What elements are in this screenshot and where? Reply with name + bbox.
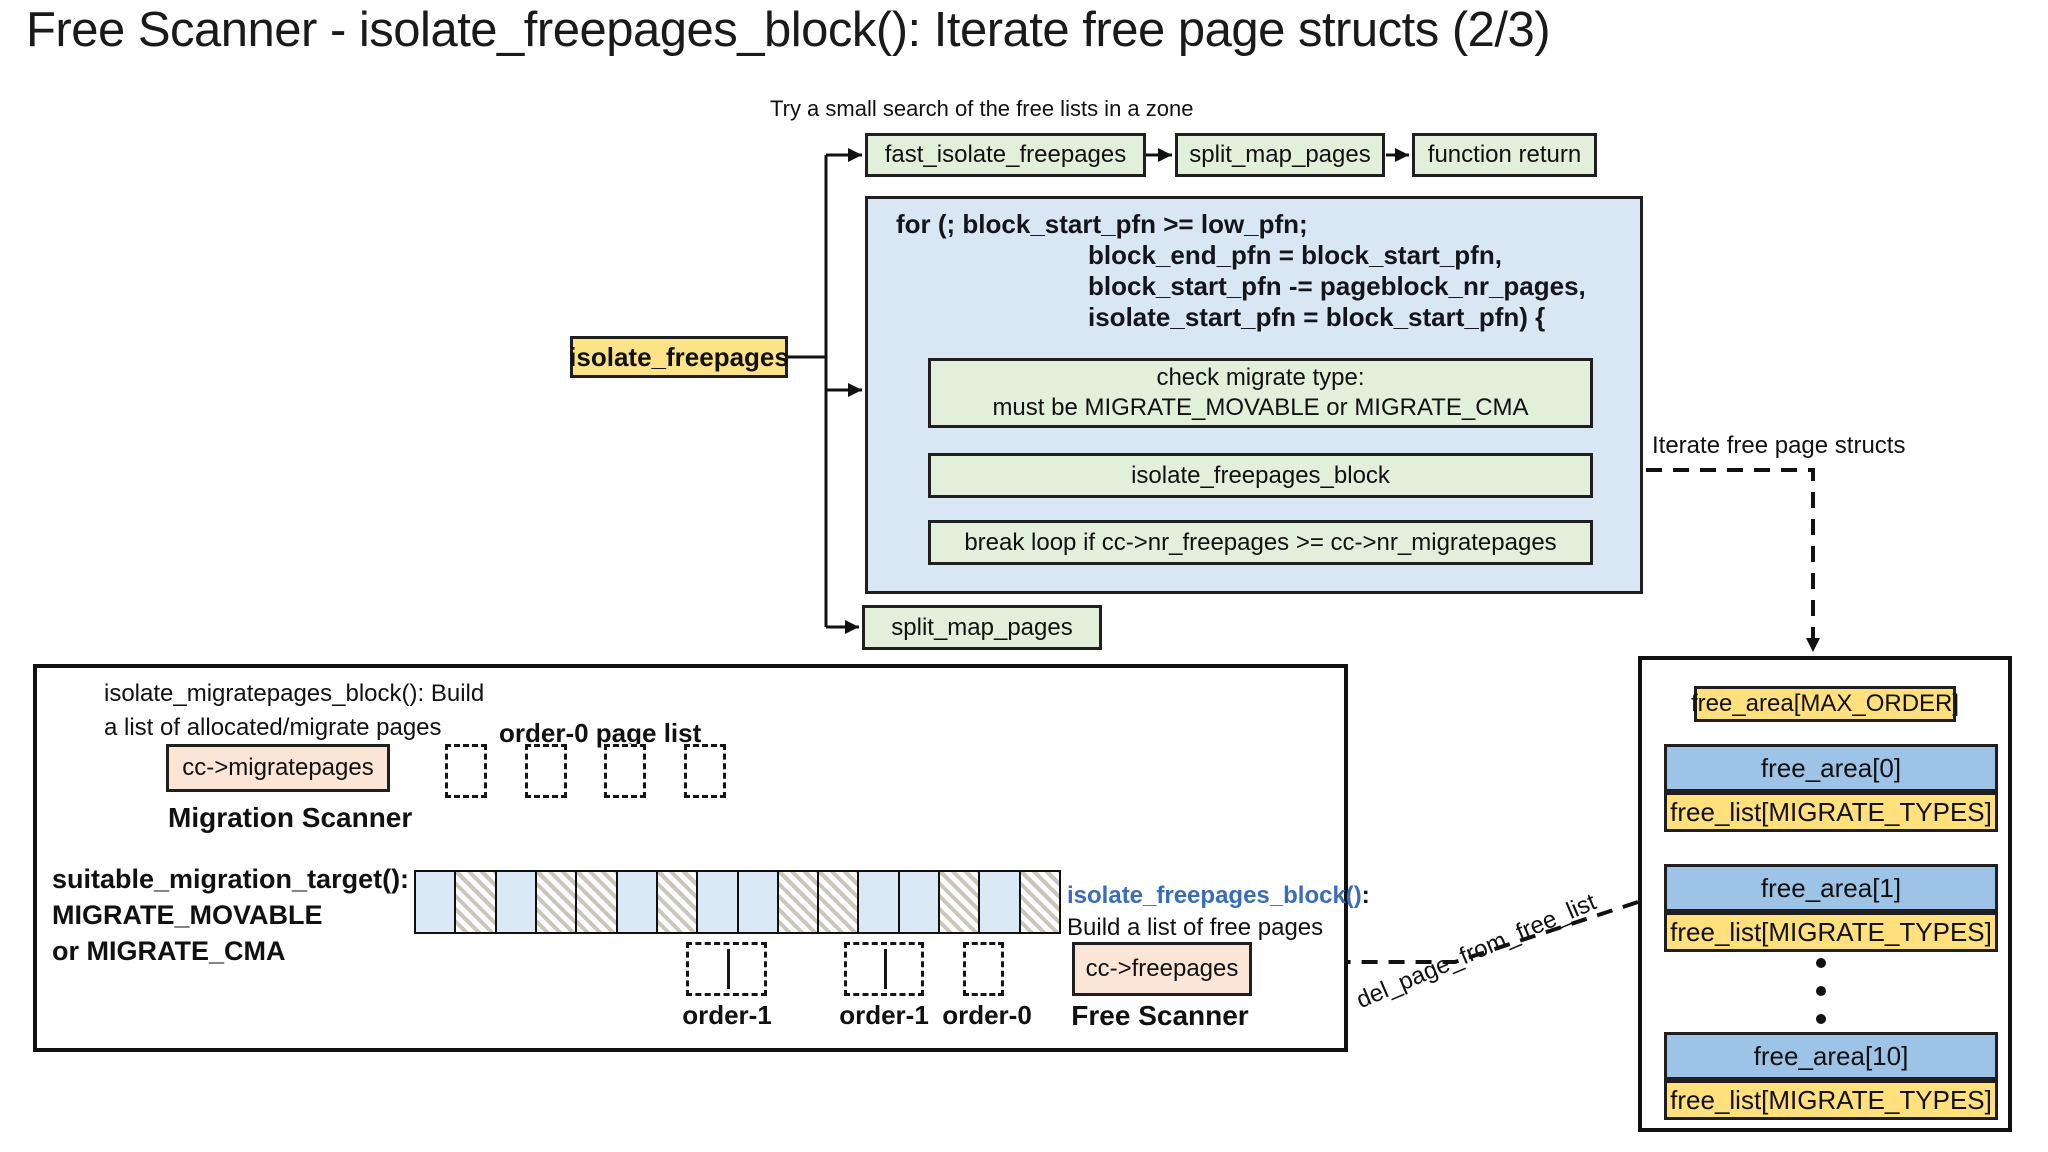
box-fast-isolate-freepages: fast_isolate_freepages (865, 133, 1146, 177)
freepages-desc-line2: Build a list of free pages (1067, 914, 1324, 941)
order1-b-divider (884, 949, 887, 989)
code-line-1: for (; block_start_pfn >= low_pfn; (896, 209, 1308, 239)
pageblock-cell-2-hatch (454, 870, 497, 934)
box-free-area-max-order: free_area[MAX_ORDER] (1691, 686, 1959, 722)
box-split-map-pages-bottom: split_map_pages (862, 605, 1102, 650)
box-cc-migratepages: cc->migratepages (166, 744, 390, 792)
pageblock-cell-8-blue (696, 870, 739, 934)
migrate-page-box-1 (445, 744, 487, 798)
pageblock-cell-6-blue (615, 870, 658, 934)
code-line-2: block_end_pfn = block_start_pfn, (1088, 240, 1502, 270)
for-loop-panel: for (; block_start_pfn >= low_pfn; block… (865, 196, 1643, 594)
order1-label-b: order-1 (839, 1000, 929, 1030)
pageblock-cell-13-blue (897, 870, 941, 934)
step-break-loop: break loop if cc->nr_freepages >= cc->nr… (928, 520, 1593, 565)
suitable-target-line3: or MIGRATE_CMA (52, 936, 286, 966)
pageblock-cell-10-hatch (776, 870, 820, 934)
order1-label-a: order-1 (682, 1000, 772, 1030)
order1-a-divider (726, 949, 730, 989)
suitable-target-line2: MIGRATE_MOVABLE (52, 900, 323, 930)
migratepages-desc-line1: isolate_migratepages_block(): Build (104, 680, 485, 707)
step-check-migrate-type: check migrate type: must be MIGRATE_MOVA… (928, 358, 1593, 428)
code-line-4: isolate_start_pfn = block_start_pfn) { (1088, 302, 1546, 332)
box-free-list-10: free_list[MIGRATE_TYPES] (1664, 1080, 1998, 1120)
step-check-line2: must be MIGRATE_MOVABLE or MIGRATE_CMA (992, 394, 1529, 421)
migratepages-desc-line2: a list of allocated/migrate pages (104, 714, 442, 741)
free-page-box-order1-b (844, 942, 924, 996)
order0-page-list-label: order-0 page list (499, 718, 702, 748)
page-title: Free Scanner - isolate_freepages_block()… (26, 3, 1551, 57)
ellipsis-dot-1 (1816, 958, 1826, 968)
box-split-map-pages-top: split_map_pages (1175, 133, 1385, 177)
pageblock-cell-12-blue (857, 870, 900, 934)
pageblock-cell-1-blue (414, 870, 457, 934)
box-free-area-10: free_area[10] (1664, 1032, 1998, 1080)
top-flow-note: Try a small search of the free lists in … (770, 96, 1194, 121)
box-free-area-1: free_area[1] (1664, 864, 1998, 912)
del-page-from-free-list-label: del_page_from_free_list (1352, 888, 1601, 1014)
pageblock-cell-5-hatch (575, 870, 618, 934)
pageblock-row (414, 870, 1061, 934)
box-free-area-0: free_area[0] (1664, 744, 1998, 792)
pageblock-cell-3-blue (494, 870, 537, 934)
order0-label: order-0 (942, 1000, 1032, 1030)
ellipsis-dot-3 (1816, 1014, 1826, 1024)
free-page-box-order0 (963, 942, 1004, 996)
step-isolate-freepages-block: isolate_freepages_block (928, 453, 1593, 498)
fn-colon: : (1361, 882, 1370, 909)
step-check-line1: check migrate type: (1156, 364, 1365, 391)
pageblock-cell-15-blue (978, 870, 1021, 934)
pageblock-cell-4-hatch (534, 870, 578, 934)
box-cc-freepages: cc->freepages (1072, 942, 1252, 996)
pageblock-cell-7-hatch (655, 870, 699, 934)
scanner-panel: isolate_migratepages_block(): Build a li… (33, 664, 1370, 1052)
migrate-page-box-4 (684, 744, 726, 798)
ellipsis-dot-2 (1816, 986, 1826, 996)
migration-scanner-label: Migration Scanner (168, 802, 413, 833)
freepages-desc-line1: isolate_freepages_block(): (1067, 882, 1370, 910)
free-scanner-label: Free Scanner (1071, 1000, 1249, 1031)
free-area-panel: free_area[MAX_ORDER] free_area[0] free_l… (1638, 656, 2012, 1132)
free-page-box-order1-a (686, 942, 767, 996)
code-line-3: block_start_pfn -= pageblock_nr_pages, (1088, 271, 1586, 301)
box-isolate-freepages: isolate_freepages (569, 336, 789, 378)
migrate-page-box-2 (525, 744, 567, 798)
pageblock-cell-9-blue (736, 870, 779, 934)
box-free-list-1: free_list[MIGRATE_TYPES] (1664, 912, 1998, 952)
branch-line (788, 155, 828, 627)
box-function-return: function return (1412, 133, 1597, 177)
migrate-page-box-3 (604, 744, 646, 798)
box-free-list-0: free_list[MIGRATE_TYPES] (1664, 792, 1998, 832)
pageblock-cell-16-hatch (1018, 870, 1061, 934)
suitable-target-line1: suitable_migration_target(): (52, 864, 410, 894)
isolate-freepages-block-fn-label: isolate_freepages_block() (1067, 882, 1362, 909)
iterate-free-page-structs-label: Iterate free page structs (1652, 432, 1906, 459)
pageblock-cell-14-hatch (938, 870, 981, 934)
pageblock-cell-11-hatch (817, 870, 860, 934)
